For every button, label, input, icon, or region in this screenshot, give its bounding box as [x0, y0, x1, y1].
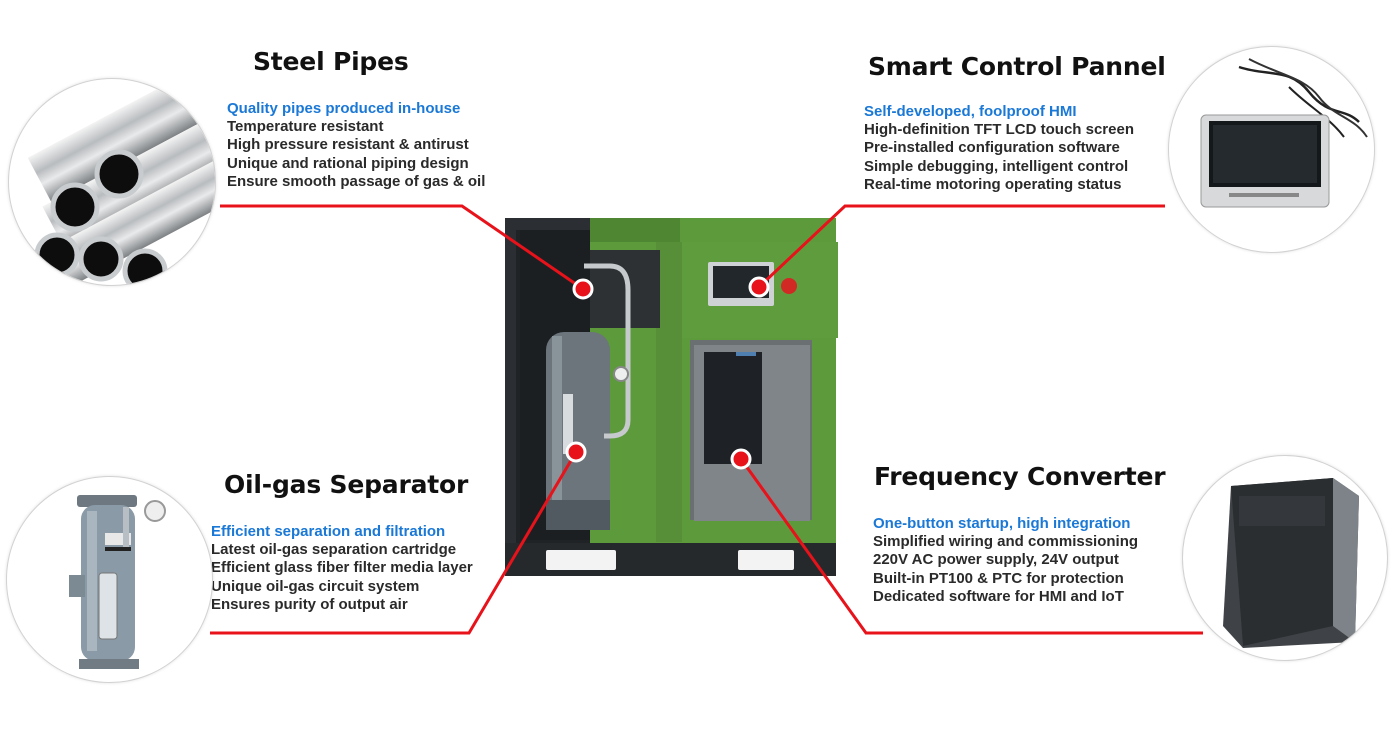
frequency-line: Dedicated software for HMI and IoT [873, 587, 1124, 605]
smart-control-line: Real-time motoring operating status [864, 175, 1122, 193]
steel-pipes-heading: Steel Pipes [253, 47, 409, 76]
frequency-converter-description: One-button startup, high integration Sim… [873, 515, 1138, 606]
smart-control-callout-line [757, 204, 1165, 289]
steel-pipes-callout-line [220, 204, 584, 291]
frequency-converter-photo-icon [1182, 455, 1388, 661]
smart-control-marker [748, 276, 770, 298]
converter-unit [704, 352, 762, 464]
steel-pipes-highlight: Quality pipes produced in-house [227, 100, 461, 117]
oil-gas-line: Efficient glass fiber filter media layer [211, 559, 473, 577]
oil-gas-marker [565, 441, 587, 463]
oil-gas-separator-heading: Oil-gas Separator [224, 470, 469, 499]
steel-pipes-line: Unique and rational piping design [227, 154, 469, 172]
oil-gas-description: Efficient separation and filtration Late… [211, 523, 473, 614]
steel-pipes-photo-icon [8, 78, 216, 286]
smart-control-heading: Smart Control Pannel [868, 52, 1166, 81]
oil-gas-line: Unique oil-gas circuit system [211, 577, 420, 595]
oil-gas-line: Ensures purity of output air [211, 595, 408, 613]
frequency-line: Simplified wiring and commissioning [873, 533, 1139, 551]
steel-pipes-description: Quality pipes produced in-house Temperat… [227, 100, 485, 191]
oil-gas-highlight: Efficient separation and filtration [211, 523, 446, 540]
steel-pipes-line: Ensure smooth passage of gas & oil [227, 172, 486, 190]
smart-control-description: Self-developed, foolproof HMI High-defin… [864, 103, 1134, 194]
frequency-line: Built-in PT100 & PTC for protection [873, 569, 1124, 587]
oil-gas-callout-line [210, 451, 578, 635]
frequency-callout-line [739, 458, 1203, 635]
frequency-highlight: One-button startup, high integration [873, 515, 1131, 532]
smart-control-line: Pre-installed configuration software [864, 139, 1120, 157]
frequency-converter-heading: Frequency Converter [874, 462, 1166, 491]
smart-control-line: Simple debugging, intelligent control [864, 157, 1129, 175]
separator-tank-photo-icon [6, 476, 213, 683]
steel-pipes-marker [572, 278, 594, 300]
frequency-marker [730, 448, 752, 470]
smart-control-line: High-definition TFT LCD touch screen [864, 121, 1134, 139]
frequency-line: 220V AC power supply, 24V output [873, 551, 1119, 569]
steel-pipes-line: High pressure resistant & antirust [227, 136, 469, 154]
control-panel-photo-icon [1168, 46, 1375, 253]
steel-pipes-line: Temperature resistant [227, 118, 384, 136]
oil-gas-line: Latest oil-gas separation cartridge [211, 541, 457, 559]
smart-control-highlight: Self-developed, foolproof HMI [864, 103, 1077, 120]
